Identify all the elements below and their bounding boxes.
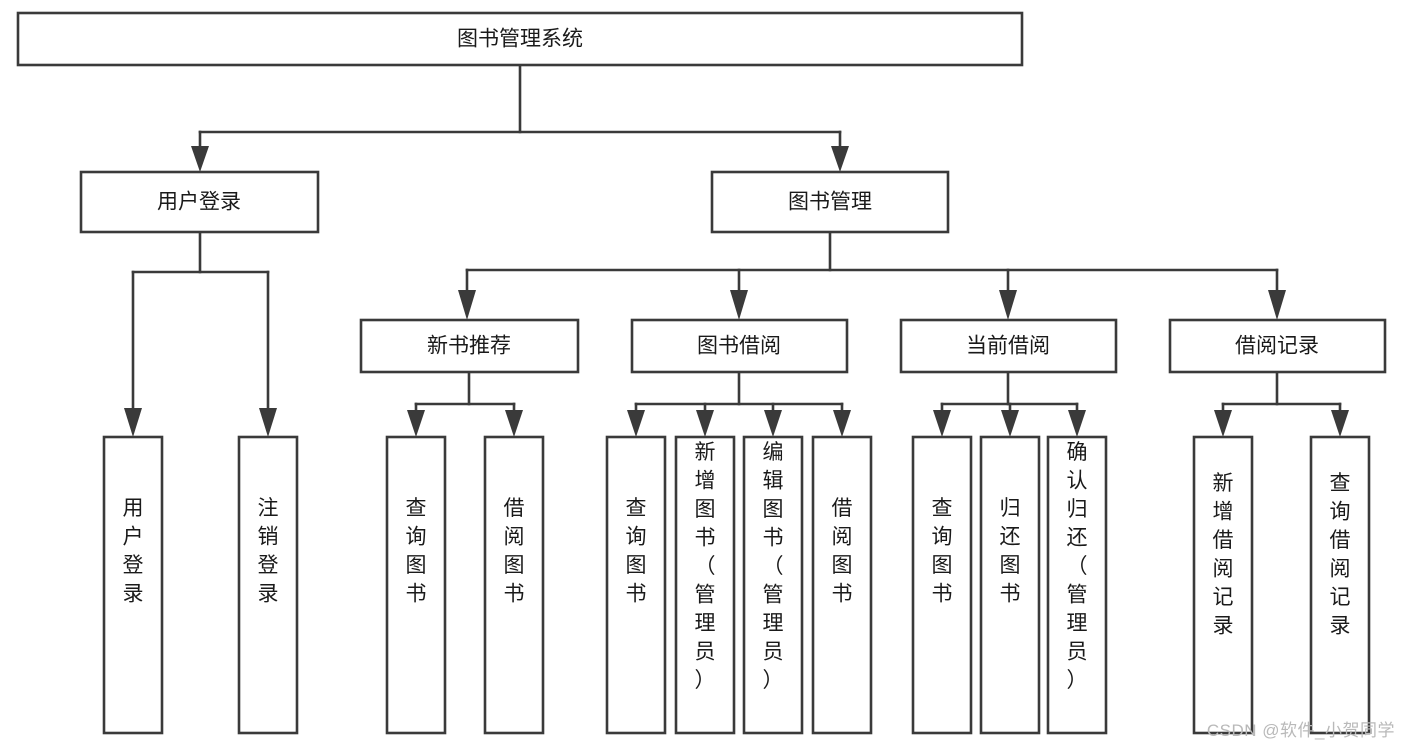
leaf-add-book[interactable]: 新增图书（管理员）	[674, 435, 736, 735]
leaf-borrow-book[interactable]: 借阅图书	[811, 435, 873, 735]
leaf-edit-book-box[interactable]	[742, 435, 804, 735]
node-root-label: 图书管理系统	[457, 28, 583, 51]
node-book-borrow-box[interactable]	[630, 318, 849, 374]
node-book-borrow-label: 图书借阅	[697, 335, 781, 358]
node-book-borrow[interactable]: 图书借阅	[630, 318, 849, 374]
arrow-head-current-borrow	[999, 290, 1017, 320]
leaf-add-borrow-record-label: 新增借阅记录	[1213, 472, 1234, 638]
leaf-query-book-current-label: 查询图书	[932, 497, 953, 606]
leaf-user-login-label: 用户登录	[123, 497, 144, 606]
node-new-book-recommend-label: 新书推荐	[427, 335, 511, 358]
leaf-borrow-book-recommend-label: 借阅图书	[504, 497, 525, 606]
connector-layer	[124, 63, 1349, 437]
arrow-head-leaf-query-book-3	[933, 410, 951, 437]
leaf-query-book-borrow-box[interactable]	[605, 435, 667, 735]
arrow-head-leaf-add-book	[696, 410, 714, 437]
arrow-head-leaf-edit-book	[764, 410, 782, 437]
leaf-query-borrow-record[interactable]: 查询借阅记录	[1309, 435, 1371, 735]
leaf-return-book[interactable]: 归还图书	[979, 435, 1041, 735]
arrow-head-book-borrow	[730, 290, 748, 320]
arrow-head-leaf-query-book-2	[627, 410, 645, 437]
node-current-borrow[interactable]: 当前借阅	[899, 318, 1118, 374]
arrow-head-leaf-return-book	[1001, 410, 1019, 437]
arrow-head-leaf-user-login	[124, 408, 142, 437]
node-user-login-label: 用户登录	[157, 191, 241, 214]
arrow-head-leaf-add-record	[1214, 410, 1232, 437]
leaf-borrow-book-recommend-box[interactable]	[483, 435, 545, 735]
leaf-edit-book-label: 编辑图书（管理员）	[763, 441, 784, 692]
node-book-management-label: 图书管理	[788, 191, 872, 214]
arrow-head-book-mgmt	[831, 146, 849, 172]
node-root-box[interactable]	[16, 11, 1024, 67]
arrow-head-leaf-query-book-1	[407, 410, 425, 437]
leaf-logout-label: 注销登录	[258, 497, 279, 606]
leaf-borrow-book-recommend[interactable]: 借阅图书	[483, 435, 545, 735]
leaf-confirm-return-label: 确认归还（管理员）	[1067, 441, 1088, 692]
node-book-management-box[interactable]	[710, 170, 950, 234]
leaf-return-book-label: 归还图书	[1000, 497, 1021, 606]
leaf-logout-box[interactable]	[237, 435, 299, 735]
node-borrow-record-box[interactable]	[1168, 318, 1387, 374]
leaf-add-borrow-record[interactable]: 新增借阅记录	[1192, 435, 1254, 735]
leaf-confirm-return[interactable]: 确认归还（管理员）	[1046, 435, 1108, 735]
leaf-add-book-label: 新增图书（管理员）	[695, 441, 716, 692]
node-current-borrow-box[interactable]	[899, 318, 1118, 374]
arrow-head-user-login	[191, 146, 209, 172]
leaf-query-book-borrow[interactable]: 查询图书	[605, 435, 667, 735]
leaf-add-borrow-record-box[interactable]	[1192, 435, 1254, 735]
leaf-query-book-recommend-box[interactable]	[385, 435, 447, 735]
arrow-head-leaf-logout	[259, 408, 277, 437]
leaf-edit-book[interactable]: 编辑图书（管理员）	[742, 435, 804, 735]
leaf-borrow-book-box[interactable]	[811, 435, 873, 735]
leaf-return-book-box[interactable]	[979, 435, 1041, 735]
node-user-login-box[interactable]	[79, 170, 320, 234]
leaf-user-login-box[interactable]	[102, 435, 164, 735]
arrow-head-leaf-query-record	[1331, 410, 1349, 437]
leaf-user-login[interactable]: 用户登录	[102, 435, 164, 735]
leaf-query-book-current-box[interactable]	[911, 435, 973, 735]
node-root[interactable]: 图书管理系统	[16, 11, 1024, 67]
leaf-query-borrow-record-box[interactable]	[1309, 435, 1371, 735]
leaf-query-book-current[interactable]: 查询图书	[911, 435, 973, 735]
node-current-borrow-label: 当前借阅	[966, 335, 1050, 358]
leaf-borrow-book-label: 借阅图书	[832, 497, 853, 606]
node-user-login[interactable]: 用户登录	[79, 170, 320, 234]
leaf-logout[interactable]: 注销登录	[237, 435, 299, 735]
leaf-query-book-recommend-label: 查询图书	[406, 497, 427, 606]
arrow-head-leaf-borrow-book-2	[833, 410, 851, 437]
arrow-head-borrow-record	[1268, 290, 1286, 320]
leaf-confirm-return-box[interactable]	[1046, 435, 1108, 735]
leaf-query-book-recommend[interactable]: 查询图书	[385, 435, 447, 735]
leaf-add-book-box[interactable]	[674, 435, 736, 735]
node-borrow-record-label: 借阅记录	[1235, 335, 1319, 358]
arrow-head-leaf-borrow-book-1	[505, 410, 523, 437]
node-new-book-recommend[interactable]: 新书推荐	[359, 318, 580, 374]
arrow-head-leaf-confirm-return	[1068, 410, 1086, 437]
node-book-management[interactable]: 图书管理	[710, 170, 950, 234]
node-borrow-record[interactable]: 借阅记录	[1168, 318, 1387, 374]
leaf-query-book-borrow-label: 查询图书	[626, 497, 647, 606]
node-new-book-recommend-box[interactable]	[359, 318, 580, 374]
leaf-query-borrow-record-label: 查询借阅记录	[1330, 472, 1351, 638]
arrow-head-new-book	[458, 290, 476, 320]
